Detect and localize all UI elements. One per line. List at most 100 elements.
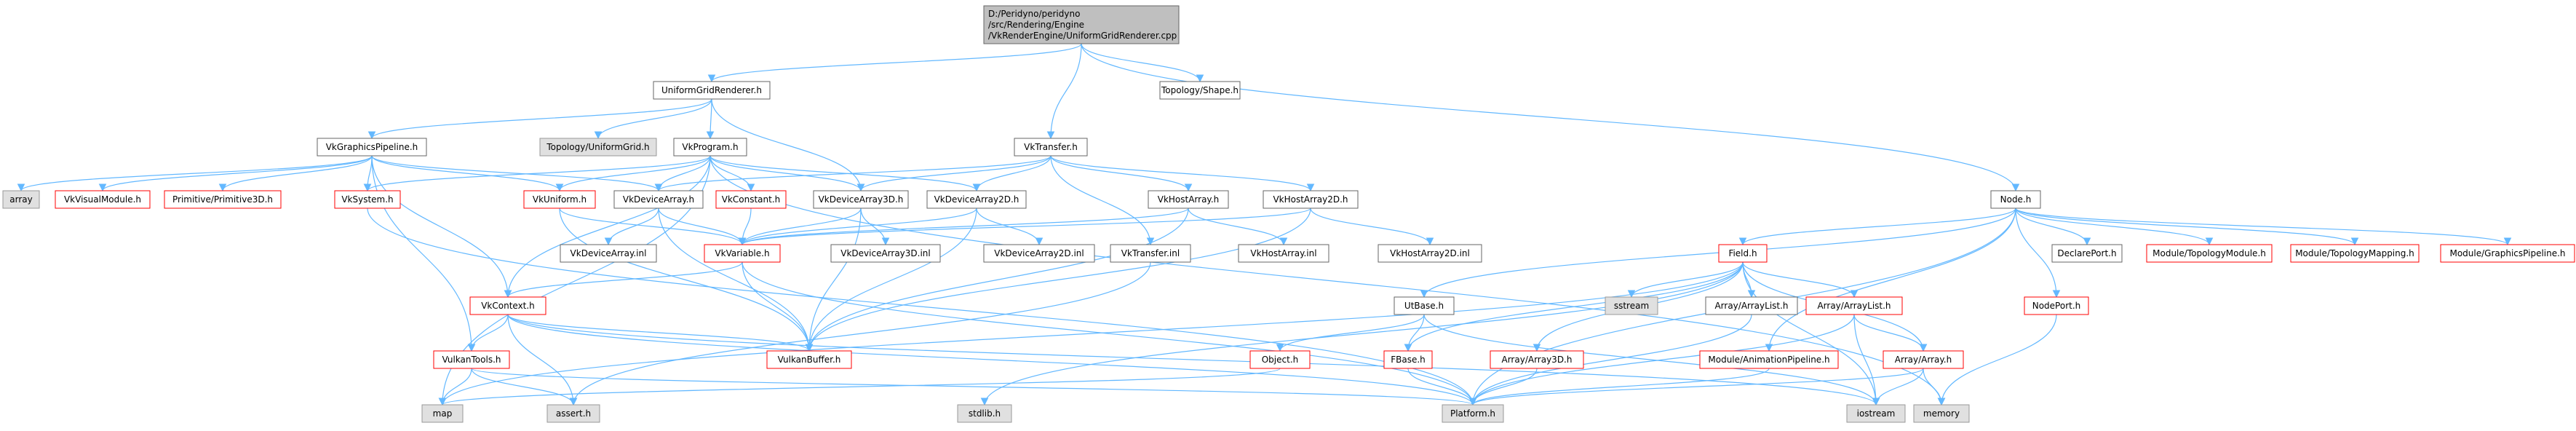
graph-node-utbase[interactable]: UtBase.h — [1394, 296, 1455, 315]
node-label: VkProgram.h — [682, 142, 738, 152]
edge-vkcontext-to-iostream — [507, 314, 1880, 406]
graph-node-vkhostarray2d[interactable]: VkHostArray2D.h — [1263, 190, 1359, 209]
graph-node-vkvariable[interactable]: VkVariable.h — [704, 244, 781, 263]
edge-field-to-iostream — [1742, 261, 1880, 406]
graph-node-array_h[interactable]: Array/Array.h — [1883, 350, 1964, 369]
node-label: VkVisualModule.h — [64, 194, 141, 205]
edge-vkhostarray2d-to-vkvariable — [738, 207, 1311, 246]
graph-node-mod_topomapping[interactable]: Module/TopologyMapping.h — [2290, 244, 2420, 263]
graph-node-field[interactable]: Field.h — [1718, 244, 1768, 263]
node-label: Array/Array3D.h — [1502, 355, 1573, 365]
node-box — [1249, 350, 1311, 369]
graph-node-vkgp[interactable]: VkGraphicsPipeline.h — [317, 138, 427, 157]
edge-vkuniform-to-vulkanbuffer — [559, 207, 814, 352]
graph-node-vkconstant[interactable]: VkConstant.h — [715, 190, 787, 209]
edge-vkvariable-to-platform — [742, 261, 1477, 406]
edge-vkgp-to-prim3d — [218, 155, 373, 192]
node-box — [704, 244, 781, 263]
edge-node_h-to-declareport — [2015, 207, 2091, 246]
edge-field-to-stdlib — [980, 261, 1744, 406]
graph-node-object_h[interactable]: Object.h — [1249, 350, 1311, 369]
edge-vktransfer_h-to-vkdevarray2d — [972, 155, 1052, 192]
graph-node-vkprogram[interactable]: VkProgram.h — [673, 138, 747, 157]
graph-node-mod_topomodule[interactable]: Module/TopologyModule.h — [2146, 244, 2273, 263]
node-label: iostream — [1857, 408, 1896, 419]
edge-vkuniform-to-vkvariable — [559, 207, 747, 246]
edge-utbase-to-iostream — [1423, 314, 1880, 406]
graph-node-platform[interactable]: Platform.h — [1442, 404, 1504, 423]
graph-node-fbase[interactable]: FBase.h — [1383, 350, 1433, 369]
node-box — [2440, 244, 2575, 263]
node-box — [2024, 296, 2089, 315]
graph-node-vktransfer_inl[interactable]: VkTransfer.inl — [1110, 244, 1191, 263]
graph-node-map[interactable]: map — [421, 404, 464, 423]
graph-node-vkhostarray[interactable]: VkHostArray.h — [1148, 190, 1229, 209]
edge-vkhostarray-to-vkhostarray_inl — [1188, 207, 1288, 246]
node-label: VkDeviceArray.inl — [571, 248, 647, 258]
graph-node-vkuniform[interactable]: VkUniform.h — [523, 190, 596, 209]
graph-node-vkhostarray2d_inl[interactable]: VkHostArray2D.inl — [1378, 244, 1482, 263]
graph-node-mod_graphicspipe[interactable]: Module/GraphicsPipeline.h — [2440, 244, 2575, 263]
node-box — [2290, 244, 2420, 263]
edge-vkcontext-to-assert — [507, 314, 578, 406]
node-box — [613, 190, 704, 209]
graph-node-arraylist_h[interactable]: Array/ArrayList.h — [1805, 296, 1903, 315]
graph-node-vkdevarray2d[interactable]: VkDeviceArray2D.h — [926, 190, 1027, 209]
node-label: VkContext.h — [481, 301, 535, 311]
graph-node-vksystem[interactable]: VkSystem.h — [334, 190, 401, 209]
node-label: Module/TopologyMapping.h — [2295, 248, 2414, 258]
node-box — [766, 350, 852, 369]
graph-node-topo_shape[interactable]: Topology/Shape.h — [1159, 81, 1241, 100]
graph-node-vkvisual[interactable]: VkVisualModule.h — [55, 190, 151, 209]
node-label: /src/Rendering/Engine — [988, 20, 1084, 30]
edge-ugr-to-vkprogram — [706, 98, 715, 140]
graph-node-declareport[interactable]: DeclarePort.h — [2051, 244, 2123, 263]
graph-node-prim3d[interactable]: Primitive/Primitive3D.h — [164, 190, 282, 209]
node-label: VkDeviceArray.h — [623, 194, 694, 205]
graph-node-iostream[interactable]: iostream — [1846, 404, 1906, 423]
graph-node-vktransfer_h[interactable]: VkTransfer.h — [1014, 138, 1088, 157]
edge-root-to-ugr — [707, 43, 1082, 83]
graph-node-nodeport[interactable]: NodePort.h — [2024, 296, 2089, 315]
graph-node-vkdevarray2d_inl[interactable]: VkDeviceArray2D.inl — [983, 244, 1095, 263]
graph-node-stdlib[interactable]: stdlib.h — [957, 404, 1012, 423]
graph-node-mod_animpipe[interactable]: Module/AnimationPipeline.h — [1699, 350, 1839, 369]
edge-node_h-to-mod_animpipe — [1765, 207, 2016, 352]
graph-node-vkdevarray3d[interactable]: VkDeviceArray3D.h — [813, 190, 909, 209]
node-box — [1378, 244, 1482, 263]
graph-node-vkcontext[interactable]: VkContext.h — [469, 296, 546, 315]
graph-node-array_list_h[interactable]: Array/ArrayList.h — [1705, 296, 1798, 315]
node-box — [1705, 296, 1798, 315]
node-label: VkTransfer.inl — [1121, 248, 1180, 258]
edge-vkhostarray2d-to-vkhostarray2d_inl — [1310, 207, 1434, 246]
edge-field-to-map — [438, 261, 1744, 406]
node-box — [830, 244, 941, 263]
node-label: VkHostArray2D.h — [1273, 194, 1348, 205]
graph-node-array[interactable]: array — [2, 190, 40, 209]
node-label: VkDeviceArray3D.inl — [840, 248, 930, 258]
edge-vulkantools-to-platform — [471, 368, 1476, 406]
node-label: VkDeviceArray2D.inl — [994, 248, 1084, 258]
graph-node-assert[interactable]: assert.h — [546, 404, 600, 423]
node-box — [1805, 296, 1903, 315]
edge-array_h-to-memory — [1923, 368, 1946, 406]
graph-node-vkdevarray[interactable]: VkDeviceArray.h — [613, 190, 704, 209]
graph-node-node_h[interactable]: Node.h — [1990, 190, 2041, 209]
graph-node-memory[interactable]: memory — [1913, 404, 1970, 423]
graph-node-vulkantools[interactable]: VulkanTools.h — [433, 350, 510, 369]
graph-node-array3d[interactable]: Array/Array3D.h — [1490, 350, 1584, 369]
node-box — [1014, 138, 1088, 157]
graph-node-sstream[interactable]: sstream — [1605, 296, 1658, 315]
graph-node-topo_ug[interactable]: Topology/UniformGrid.h — [539, 138, 657, 157]
edge-fbase-to-platform — [1407, 368, 1477, 406]
graph-node-vkdevarray_inl[interactable]: VkDeviceArray.inl — [560, 244, 657, 263]
graph-node-ugr[interactable]: UniformGridRenderer.h — [653, 81, 771, 100]
graph-node-vkhostarray_inl[interactable]: VkHostArray.inl — [1238, 244, 1329, 263]
graph-node-vulkanbuffer[interactable]: VulkanBuffer.h — [766, 350, 852, 369]
edge-vkhostarray2d-to-vulkanbuffer — [805, 207, 1311, 352]
node-box — [1490, 350, 1584, 369]
edge-vkprogram-to-memory — [709, 155, 1946, 406]
graph-node-vkdevarray3d_inl[interactable]: VkDeviceArray3D.inl — [830, 244, 941, 263]
node-box — [421, 404, 464, 423]
edge-arraylist_h-to-array_h — [1853, 314, 1928, 352]
